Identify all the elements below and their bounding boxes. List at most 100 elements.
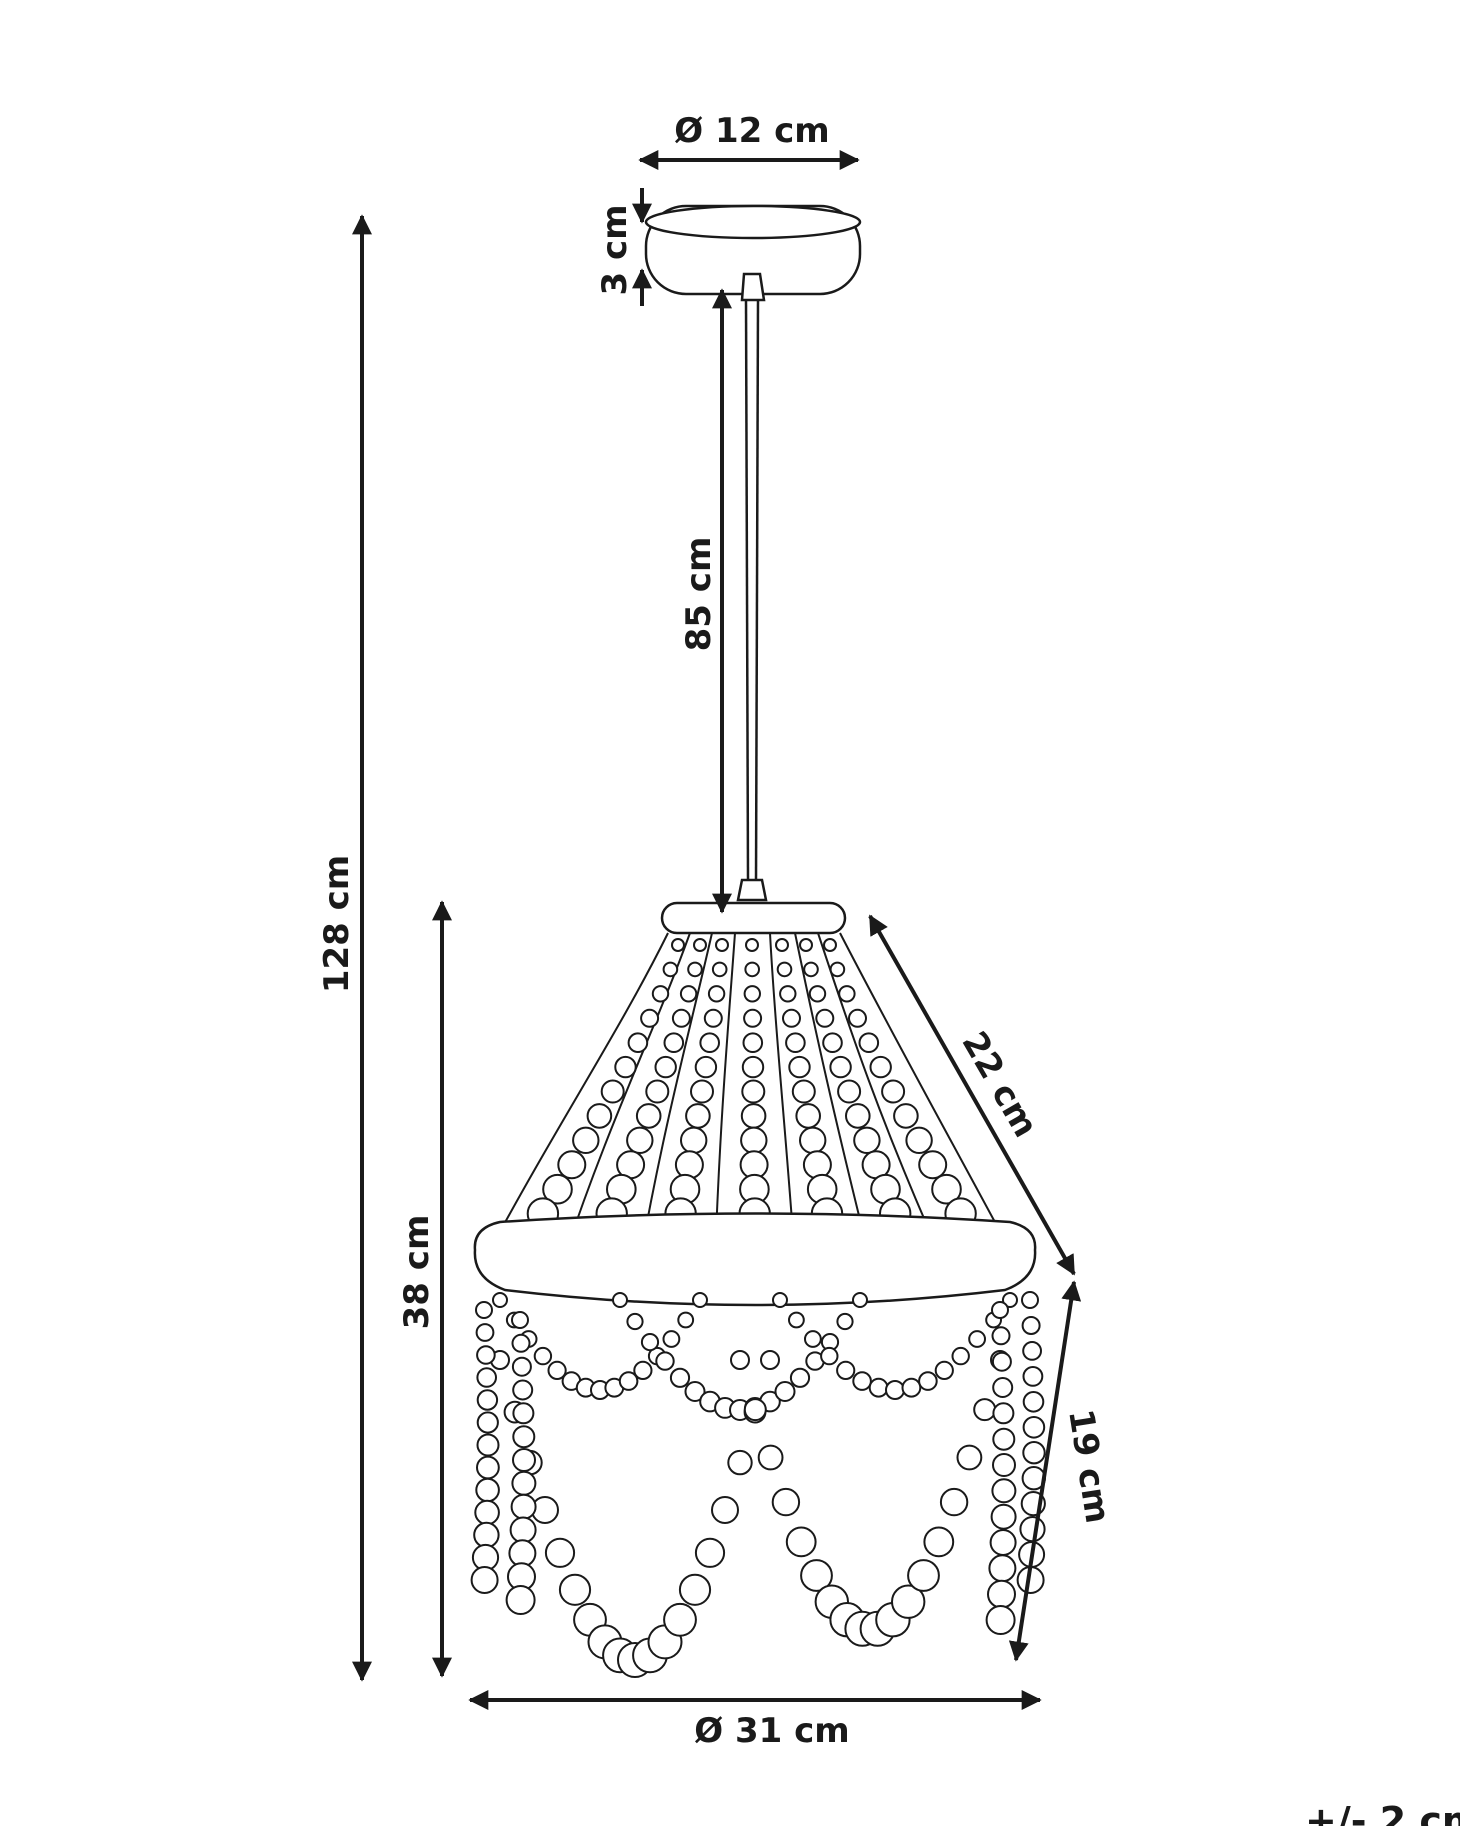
bead xyxy=(730,1350,750,1370)
bead xyxy=(918,1150,948,1180)
bead xyxy=(612,1292,628,1308)
rod-length-label: 85 cm xyxy=(679,537,719,652)
bead xyxy=(694,1055,718,1079)
bead xyxy=(512,1448,536,1472)
bead xyxy=(557,1150,587,1180)
bead xyxy=(788,1311,805,1329)
bead xyxy=(476,1367,498,1388)
bead xyxy=(923,1526,955,1558)
bead xyxy=(699,1032,721,1053)
bead xyxy=(711,961,728,978)
bead xyxy=(968,1330,986,1348)
bead xyxy=(893,1103,919,1129)
pendant-lamp-drawing xyxy=(470,204,1047,1678)
bead xyxy=(600,1079,625,1104)
bead xyxy=(745,938,759,952)
bead xyxy=(475,1301,493,1319)
bead xyxy=(853,1126,881,1155)
bead xyxy=(475,1323,495,1342)
lower-slant-arrow xyxy=(1008,1280,1082,1662)
bead xyxy=(544,1537,576,1568)
bead xyxy=(684,1381,706,1402)
bead xyxy=(990,1503,1017,1530)
bead xyxy=(671,1008,691,1028)
bead xyxy=(836,1360,856,1381)
bead xyxy=(470,1566,499,1594)
bead xyxy=(852,1292,868,1308)
bead xyxy=(626,1312,644,1331)
bead xyxy=(645,1079,670,1104)
bead xyxy=(669,1367,691,1388)
bead xyxy=(822,1032,843,1053)
bead xyxy=(678,1573,712,1606)
bead xyxy=(512,1402,535,1425)
ceiling-canopy xyxy=(644,204,862,296)
bead xyxy=(802,1150,832,1180)
bead xyxy=(804,1330,822,1348)
bead xyxy=(655,1351,675,1371)
total-height-label: 128 cm xyxy=(317,855,357,993)
bead xyxy=(740,1126,768,1155)
bead xyxy=(992,1402,1015,1425)
bead xyxy=(956,1444,983,1471)
bead xyxy=(586,1103,613,1129)
bead xyxy=(474,1499,500,1526)
bead xyxy=(475,1477,500,1503)
bead xyxy=(662,1330,681,1348)
bead xyxy=(905,1126,933,1155)
bead xyxy=(951,1346,970,1366)
bead xyxy=(511,1470,537,1496)
bead xyxy=(989,1529,1017,1556)
bead xyxy=(785,1526,817,1558)
bead xyxy=(1022,1441,1046,1465)
bead xyxy=(788,1055,811,1079)
bead xyxy=(476,1411,499,1434)
lower-slant-label: 19 cm xyxy=(1060,1406,1117,1526)
bead xyxy=(973,1398,997,1422)
bead xyxy=(848,1008,867,1028)
bead xyxy=(837,1079,862,1104)
bead xyxy=(1021,1291,1039,1309)
bead xyxy=(881,1079,906,1104)
bead xyxy=(558,1573,592,1606)
bead xyxy=(829,961,846,978)
bead xyxy=(775,938,789,952)
bead xyxy=(1022,1366,1044,1387)
bead xyxy=(635,1103,662,1129)
bead xyxy=(743,1398,767,1422)
bead xyxy=(679,985,698,1003)
bead xyxy=(868,1377,889,1398)
bead xyxy=(1021,1316,1041,1335)
shade-height-label: 38 cm xyxy=(397,1215,437,1330)
bead xyxy=(988,1554,1017,1583)
bead xyxy=(633,1360,653,1381)
bead xyxy=(815,1008,835,1028)
bead xyxy=(742,1032,764,1053)
bead xyxy=(509,1516,537,1544)
bead xyxy=(626,1126,654,1155)
bead xyxy=(547,1360,567,1381)
bead xyxy=(1022,1341,1042,1361)
bead xyxy=(891,1584,926,1619)
bead xyxy=(885,1380,905,1400)
bead xyxy=(789,1367,811,1388)
bead xyxy=(829,1055,852,1079)
bead xyxy=(744,961,761,978)
bead xyxy=(614,1055,637,1079)
bead xyxy=(476,1389,499,1411)
bead xyxy=(991,1478,1017,1504)
bead xyxy=(694,1537,726,1568)
bead xyxy=(757,1444,784,1471)
shade-diameter-label: Ø 31 cm xyxy=(694,1711,849,1751)
bead xyxy=(640,1008,660,1028)
bead xyxy=(740,1103,767,1129)
bead xyxy=(743,985,761,1003)
bead xyxy=(791,1079,816,1104)
bead xyxy=(901,1377,922,1398)
bead xyxy=(542,1173,573,1205)
bead xyxy=(987,1579,1016,1609)
bead xyxy=(820,1346,839,1366)
bead xyxy=(511,1311,529,1329)
bead xyxy=(505,1585,536,1615)
bead xyxy=(741,1079,766,1104)
